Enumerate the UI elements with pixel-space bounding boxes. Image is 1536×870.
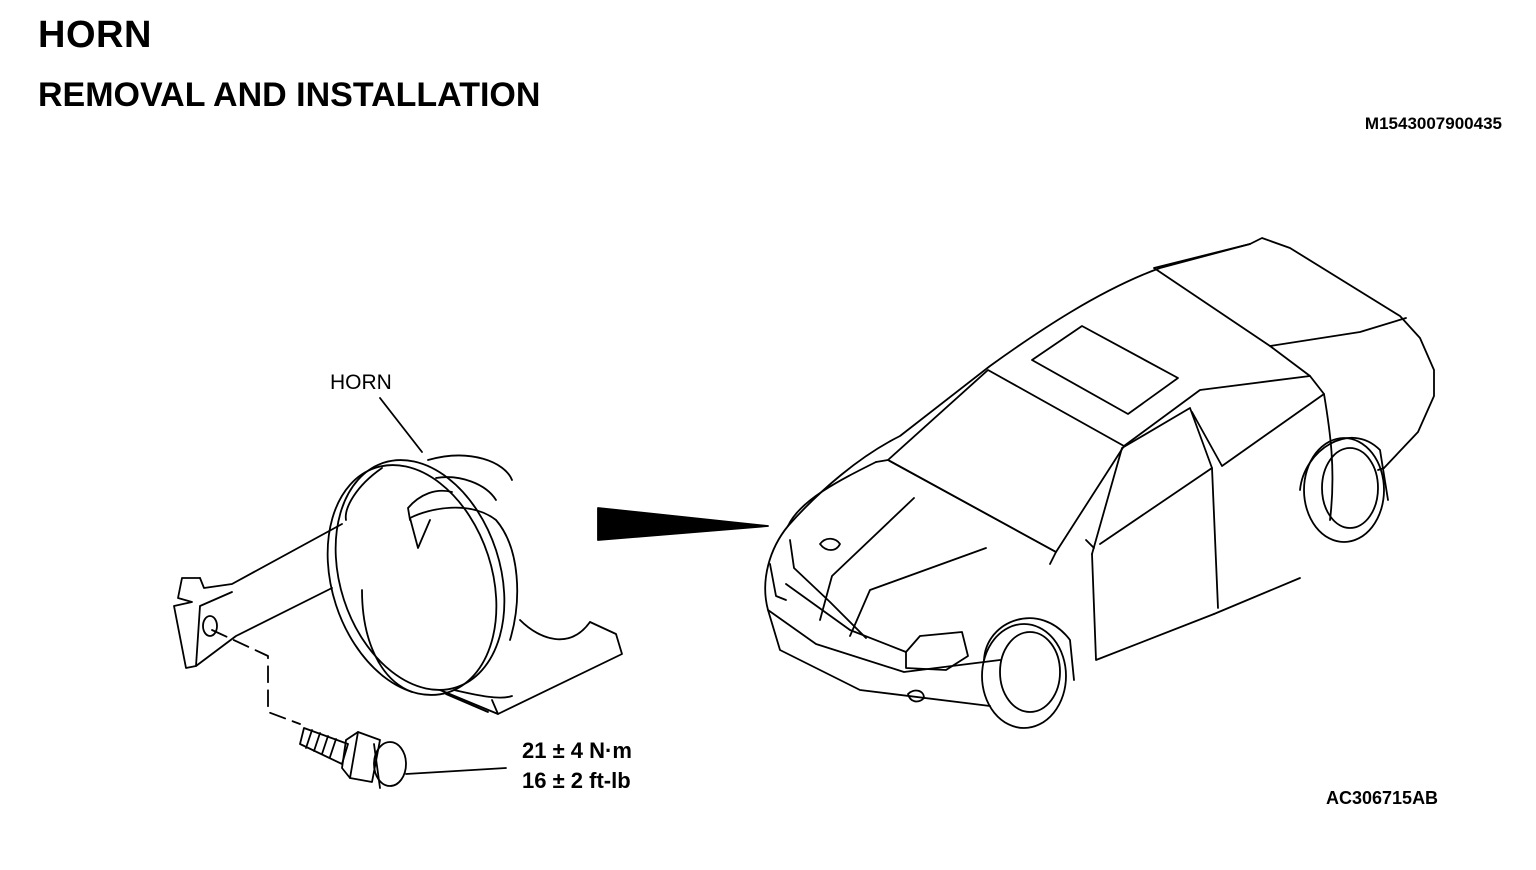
horn-callout-label: HORN [330,371,392,394]
figure-code: AC306715AB [1326,788,1439,808]
horn-illustration [173,397,623,789]
torque-metric: 21 ± 4 N·m [522,738,632,763]
torque-imperial: 16 ± 2 ft-lb [522,768,631,793]
car-illustration [764,237,1435,729]
document-code: M1543007900435 [1364,114,1502,133]
torque-spec: 21 ± 4 N·m 16 ± 2 ft-lb [522,736,632,796]
pointer-arrow [597,507,769,541]
bolt-icon [299,727,407,789]
page-title: HORN [38,14,152,56]
section-title: REMOVAL AND INSTALLATION [38,76,541,114]
